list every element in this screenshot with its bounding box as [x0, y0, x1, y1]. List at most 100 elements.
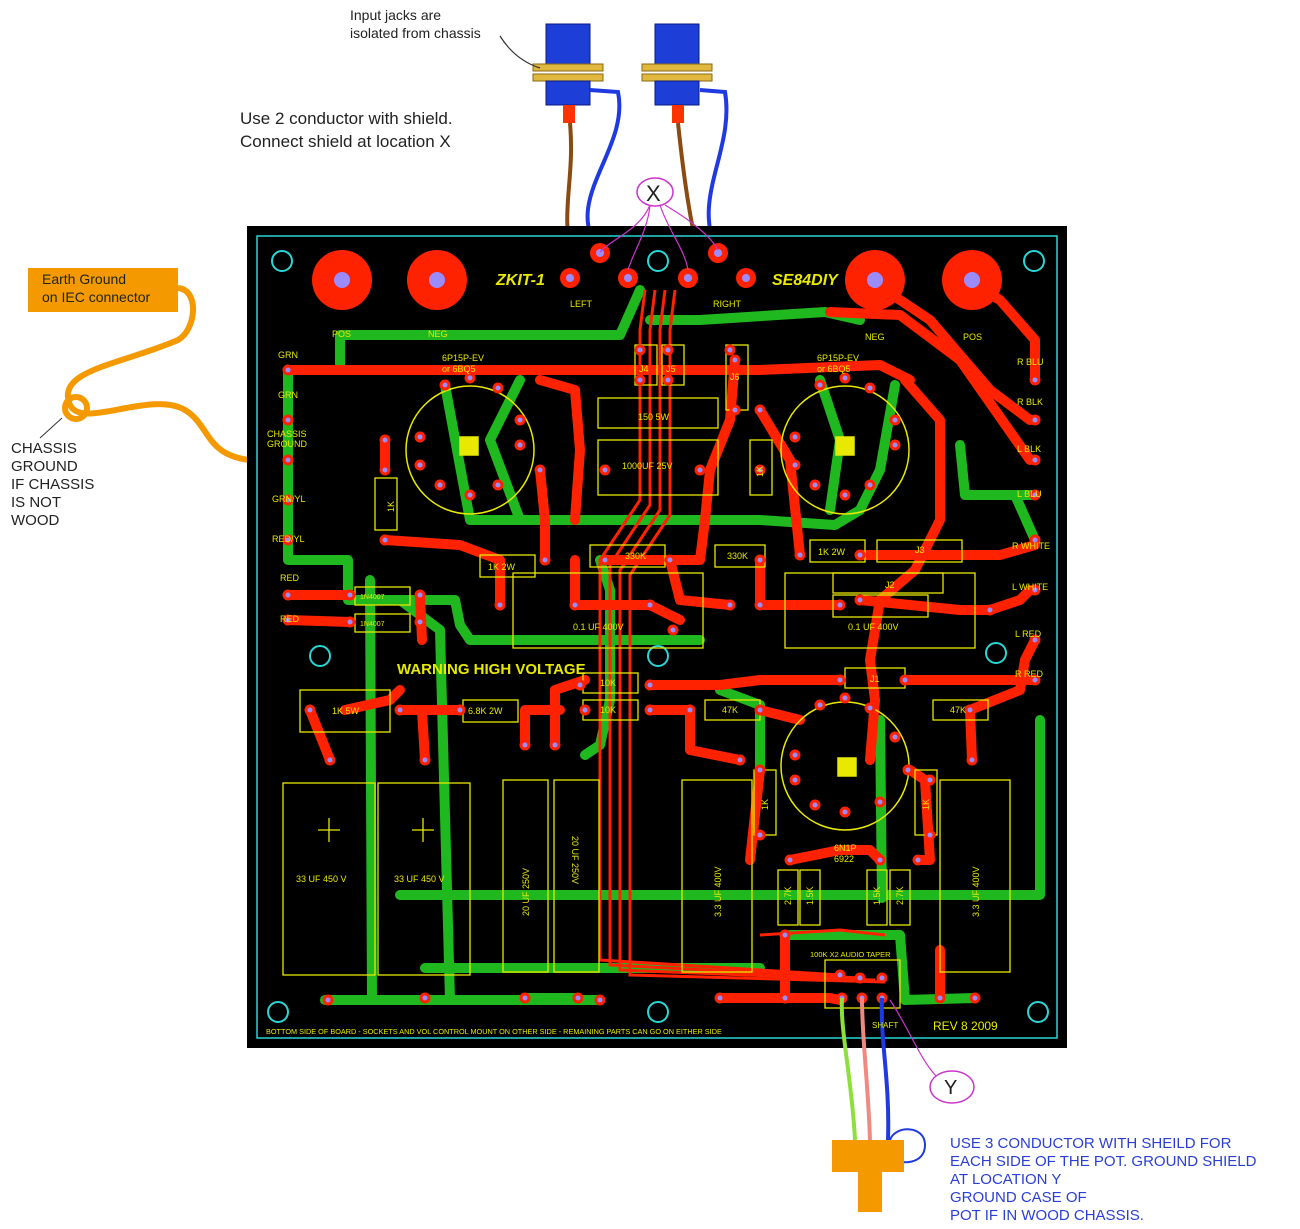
solder-pad — [839, 489, 851, 501]
label-r47k-a: 47K — [722, 705, 738, 715]
solder-pad — [839, 372, 851, 384]
earth-ground-wire — [64, 285, 290, 463]
pot-note-line-3: AT LOCATION Y — [950, 1171, 1061, 1188]
label-red1: RED — [280, 573, 300, 583]
solder-pad — [714, 992, 726, 1004]
solder-pad — [899, 674, 911, 686]
label-c33-b: 33 UF 450 V — [394, 874, 445, 884]
solder-pad — [1029, 374, 1041, 386]
label-left: LEFT — [570, 299, 593, 309]
solder-pad — [379, 534, 391, 546]
solder-pad — [724, 344, 736, 356]
label-r15k-b: 1.5K — [872, 886, 882, 905]
solder-pad — [599, 464, 611, 476]
solder-pad — [814, 699, 826, 711]
solder-pad — [439, 379, 451, 391]
label-c20-b: 20 UF 250V — [570, 836, 580, 884]
solder-pad — [729, 354, 741, 366]
label-j6: J6 — [730, 372, 740, 382]
solder-pad — [924, 829, 936, 841]
mounting-holes — [267, 250, 1049, 1023]
chassis-ground-line-5: WOOD — [11, 512, 59, 529]
solder-pad — [834, 599, 846, 611]
solder-pad — [282, 614, 294, 626]
label-r15k-a: 1.5K — [805, 886, 815, 905]
solder-pad — [539, 554, 551, 566]
solder-pad — [344, 589, 356, 601]
solder-pad — [854, 549, 866, 561]
component-outlines — [282, 344, 1011, 1009]
solder-pad — [784, 854, 796, 866]
solder-pad — [969, 992, 981, 1004]
label-r10k-b: 10K — [600, 705, 616, 715]
solder-pad — [282, 454, 294, 466]
solder-pad — [282, 494, 294, 506]
solder-pad — [754, 704, 766, 716]
solder-pad — [634, 374, 646, 386]
solder-pad — [662, 374, 674, 386]
label-l-blu: L BLU — [1017, 489, 1042, 499]
solder-pad — [379, 464, 391, 476]
label-c20-a: 20 UF 250V — [521, 868, 531, 916]
input-pads — [560, 243, 756, 288]
label-r68k: 6.8K 2W — [468, 706, 503, 716]
solder-pad — [282, 414, 294, 426]
solder-pad — [574, 679, 586, 691]
marker-y-label: Y — [944, 1077, 957, 1099]
solder-pad — [889, 414, 901, 426]
input-note-leader — [499, 35, 541, 69]
solder-pad — [789, 459, 801, 471]
label-red-yl: RED/YL — [272, 534, 305, 544]
label-pos-left: POS — [332, 329, 351, 339]
solder-pad — [414, 459, 426, 471]
label-r1k2w-b: 1K 2W — [818, 547, 846, 557]
solder-pad — [454, 704, 466, 716]
solder-pad — [282, 534, 294, 546]
solder-pad — [322, 994, 334, 1006]
label-j4: J4 — [639, 364, 649, 374]
label-r330k-a: 330K — [625, 551, 646, 561]
solder-pad — [729, 404, 741, 416]
shield-note-1: Use 2 conductor with shield. — [240, 109, 453, 128]
label-r-white: R WHITE — [1012, 541, 1050, 551]
solder-pad — [789, 749, 801, 761]
solder-pad — [876, 972, 888, 984]
solder-pad — [667, 624, 679, 636]
label-red2: RED — [280, 614, 300, 624]
label-l-blk: L BLK — [1017, 444, 1041, 454]
solder-pad — [789, 431, 801, 443]
solder-pad — [514, 439, 526, 451]
label-right: RIGHT — [713, 299, 742, 309]
solder-pad — [924, 774, 936, 786]
tube-socket-left — [405, 385, 535, 515]
solder-pad — [809, 799, 821, 811]
solder-pad — [344, 616, 356, 628]
solder-pad — [864, 382, 876, 394]
label-r1k-c: 1K — [760, 799, 770, 810]
solder-pad — [889, 439, 901, 451]
chassis-ground-line-1: CHASSIS — [11, 440, 77, 457]
chassis-ground-note: CHASSIS GROUND IF CHASSIS IS NOT WOOD — [11, 440, 94, 529]
solder-pad — [754, 764, 766, 776]
earth-ground-box — [28, 268, 178, 312]
solder-pad — [519, 992, 531, 1004]
solder-pad — [464, 489, 476, 501]
earth-ground-label-2: on IEC connector — [42, 289, 151, 305]
label-tube-driver-2: 6922 — [834, 854, 854, 864]
revision-label: REV 8 2009 — [933, 1019, 998, 1033]
solder-pad — [779, 992, 791, 1004]
label-c01-b: 0.1 UF 400V — [848, 622, 899, 632]
label-r-blu: R BLU — [1017, 357, 1044, 367]
solder-pad — [934, 992, 946, 1004]
label-d2: 1N4007 — [360, 621, 385, 628]
label-c33s-b: 3.3 UF 400V — [971, 866, 981, 917]
solder-pad — [912, 854, 924, 866]
label-l-white: L WHITE — [1012, 582, 1048, 592]
solder-pad — [1029, 414, 1041, 426]
solder-pad — [1029, 634, 1041, 646]
label-r-red: R RED — [1015, 669, 1044, 679]
solder-pad — [414, 431, 426, 443]
label-r47k-b: 47K — [950, 705, 966, 715]
solder-pad — [966, 754, 978, 766]
